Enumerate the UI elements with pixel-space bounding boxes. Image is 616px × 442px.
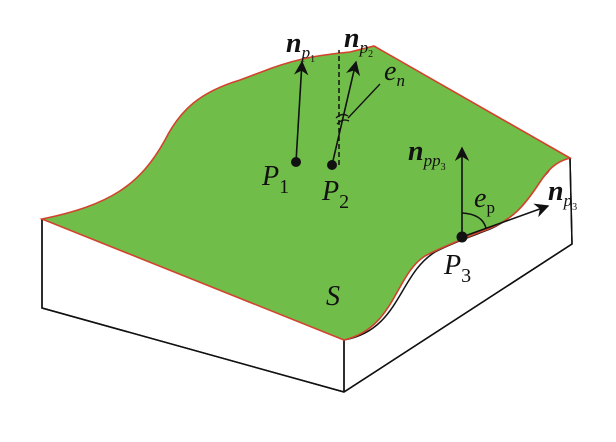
label-e-p: ep [474,183,495,217]
label-p3: P3 [443,250,471,287]
normal-p1-arrow [294,60,309,163]
label-n-pp3: npp3 [408,136,446,173]
box-front-right [343,157,573,393]
label-p2: P2 [321,176,349,213]
point-p3 [456,231,468,243]
angle-arc-en [335,113,349,119]
en-leader-line [347,83,381,119]
label-surface-s: S [326,281,340,312]
normal-p2-arrow [331,60,361,166]
box-front-left [41,219,345,393]
point-p2 [327,160,337,170]
surface-s [39,45,573,341]
label-p1: P1 [261,161,289,198]
angle-arc-ep [461,212,487,229]
point-p1 [291,157,301,167]
label-n-p1: np1 [286,28,315,65]
angle-arc-en-2 [336,119,350,125]
label-n-p3: np3 [548,176,577,213]
label-e-n: en [384,56,405,90]
label-n-p2: np2 [344,23,373,60]
normal-p3-arrow [461,203,550,238]
